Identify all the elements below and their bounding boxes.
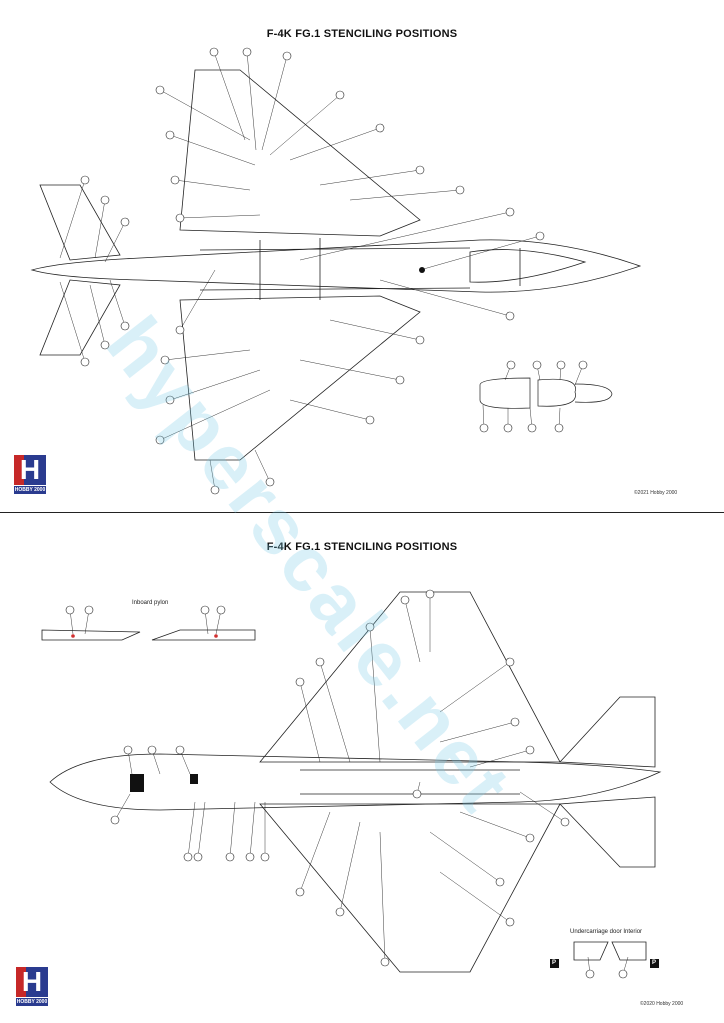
top-sheet: F-4K FG.1 STENCILING POSITIONS xyxy=(14,28,678,496)
inboard-pylon-label: Inboard pylon xyxy=(132,600,169,606)
bottom-copyright: ©2020 Hobby 2000 xyxy=(640,1001,684,1007)
hobby-2000-logo-bottom: H HOBBY 2000 xyxy=(16,966,48,1006)
bottom-sheet: F-4K FG.1 STENCILING POSITIONS Inboard p… xyxy=(0,512,724,1023)
top-copyright: ©2021 Hobby 2000 xyxy=(634,490,678,496)
bottom-sheet-title: F-4K FG.1 STENCILING POSITIONS xyxy=(266,541,458,553)
top-sheet-title: F-4K FG.1 STENCILING POSITIONS xyxy=(266,28,458,40)
door-marker-left: P xyxy=(552,960,557,966)
bottom-view-drawing xyxy=(41,589,662,979)
undercarriage-door-label: Undercarriage door Interior xyxy=(570,929,643,935)
door-marker-right: P xyxy=(652,960,657,966)
hobby-2000-logo: H HOBBY 2000 xyxy=(14,454,46,494)
sheet-divider xyxy=(0,512,724,513)
top-view-drawing xyxy=(30,47,642,495)
